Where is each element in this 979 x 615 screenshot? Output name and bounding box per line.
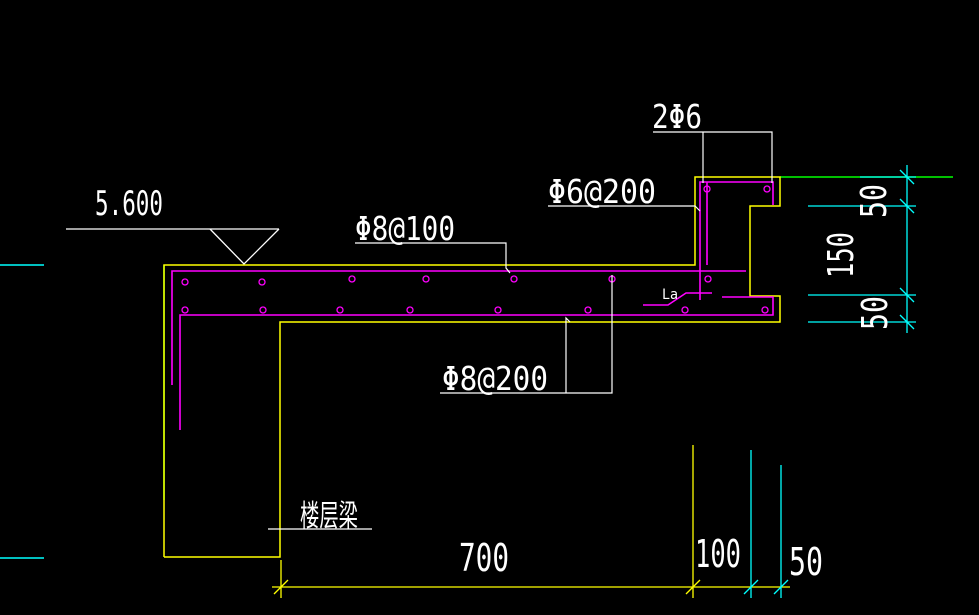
dim-tick <box>743 579 759 595</box>
dim-tick <box>899 287 915 303</box>
dim-50-top: 50 <box>854 184 895 218</box>
rebar-dot <box>336 306 344 314</box>
elevation-label: 5.600 <box>95 184 163 224</box>
dim-tick <box>273 579 289 595</box>
rebar-dot <box>259 306 267 314</box>
dim-150: 150 <box>821 232 862 278</box>
dim-50-right: 50 <box>855 296 896 330</box>
rebar-dot <box>348 275 356 283</box>
rebar-dot <box>406 306 414 314</box>
label-beam: 楼层梁 <box>300 499 358 534</box>
rebar-dot <box>181 278 189 286</box>
top-rebar-line <box>171 270 746 385</box>
rebar-dot <box>422 275 430 283</box>
leader-phi8-100 <box>355 242 511 274</box>
rebar-dots <box>181 185 771 314</box>
leaders <box>268 131 773 530</box>
dim-50-bottom: 50 <box>789 540 823 584</box>
dim-700: 700 <box>459 536 509 580</box>
label-la: La <box>662 287 678 303</box>
bottom-rebar-line <box>179 296 774 430</box>
leader-phi8-200 <box>440 275 613 394</box>
label-2phi6: 2Φ6 <box>652 97 702 136</box>
dim-tick <box>899 314 915 330</box>
rebar-dot <box>510 275 518 283</box>
rebar-group <box>171 181 774 430</box>
rebar-dot <box>763 185 771 193</box>
rebar-dot <box>761 306 769 314</box>
dim-100: 100 <box>695 532 741 576</box>
rebar-dot <box>704 275 712 283</box>
rebar-dot <box>181 306 189 314</box>
la-anchor-line <box>643 292 712 306</box>
leader-2phi6 <box>653 131 773 183</box>
leader-phi8-200-b <box>565 316 571 393</box>
upstand-stirrup <box>699 181 774 300</box>
label-phi6-200: Φ6@200 <box>548 172 656 211</box>
dimension-bottom: 700 100 50 <box>272 445 823 598</box>
elevation-marker: 5.600 <box>66 184 280 265</box>
label-phi8-100: Φ8@100 <box>355 209 455 248</box>
rebar-dot <box>258 278 266 286</box>
dim-tick <box>899 169 915 185</box>
dimension-right: 50 150 50 <box>808 165 916 333</box>
rebar-dot <box>494 306 502 314</box>
rebar-dot <box>703 185 711 193</box>
dim-tick <box>685 579 701 595</box>
dim-tick <box>899 198 915 214</box>
elevation-triangle <box>209 228 280 265</box>
label-phi8-200: Φ8@200 <box>442 359 548 398</box>
rebar-dot <box>584 306 592 314</box>
rebar-dot <box>681 306 689 314</box>
dim-tick <box>773 579 789 595</box>
concrete-outline <box>163 176 781 558</box>
leader-phi6-200 <box>548 205 701 212</box>
